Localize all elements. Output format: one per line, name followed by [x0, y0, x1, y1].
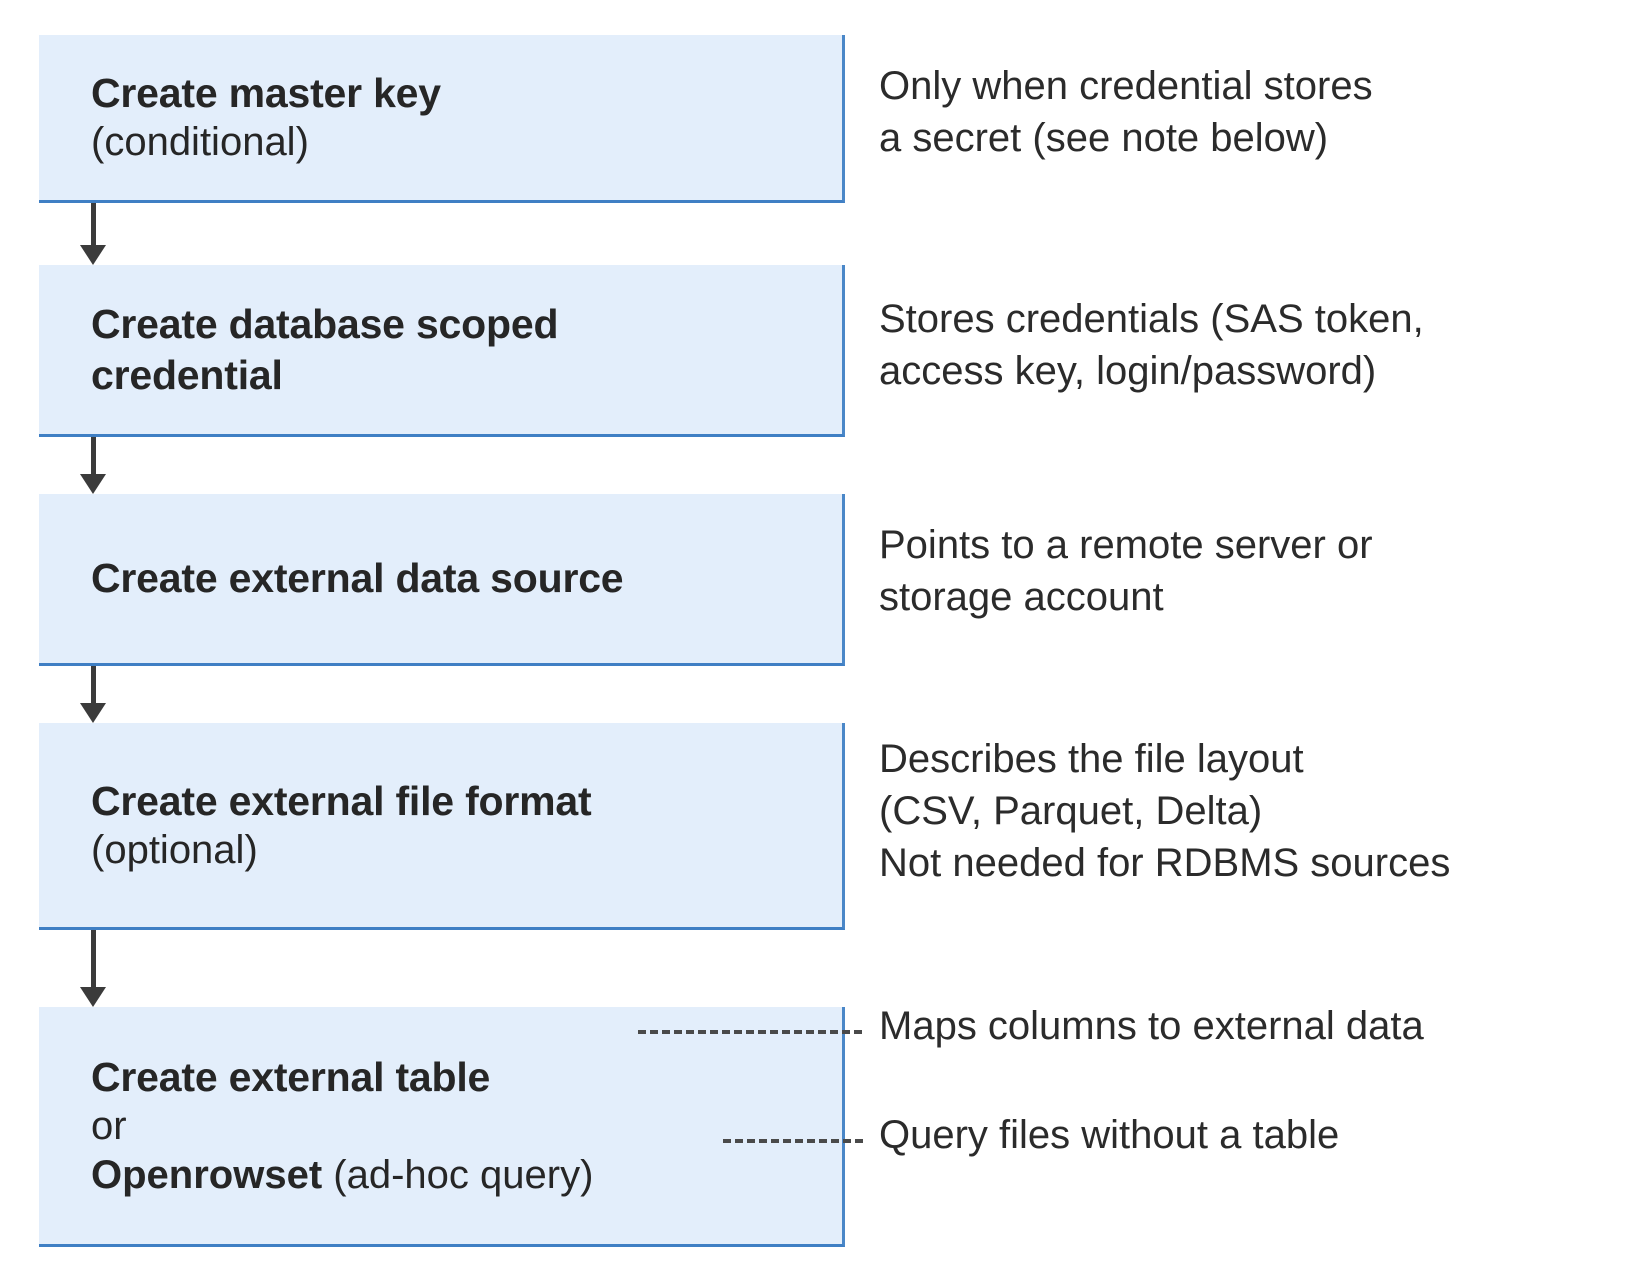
arrow-head	[80, 474, 106, 494]
step-note-create-external-file-format: Describes the file layout (CSV, Parquet,…	[879, 737, 1451, 885]
step-note-create-database-scoped-credential: Stores credentials (SAS token, access ke…	[879, 297, 1424, 393]
callout-leader-external-table	[638, 1030, 862, 1034]
step-title: Create master key	[91, 70, 441, 117]
step-note-openrowset: Query files without a table	[879, 1113, 1340, 1157]
step-box-create-master-key[interactable]: Create master key (conditional)	[39, 35, 845, 203]
step-note-create-external-table: Maps columns to external data	[879, 1004, 1424, 1048]
step-box-create-database-scoped-credential[interactable]: Create database scoped credential	[39, 265, 845, 437]
step-or-label: or	[91, 1103, 127, 1148]
step-title: Create external data source	[91, 555, 624, 602]
arrow-head	[80, 703, 106, 723]
arrow-shaft	[91, 203, 96, 245]
step-title: Create database scoped credential	[91, 301, 559, 398]
callout-leader-openrowset	[723, 1139, 863, 1143]
step-box-create-external-table-or-openrowset[interactable]: Create external table or Openrowset (ad-…	[39, 1007, 845, 1247]
step-box-create-external-data-source[interactable]: Create external data source	[39, 494, 845, 666]
arrow-down-icon	[80, 930, 106, 1007]
step-title: Create external file format	[91, 777, 592, 824]
arrow-shaft	[91, 437, 96, 474]
arrow-down-icon	[80, 666, 106, 723]
step-alt-title: Openrowset	[91, 1152, 323, 1197]
step-alt-suffix: (ad-hoc query)	[322, 1152, 594, 1197]
step-note-create-master-key: Only when credential stores a secret (se…	[879, 64, 1373, 160]
arrow-head	[80, 245, 106, 265]
arrow-down-icon	[80, 437, 106, 494]
step-title: Create external table	[91, 1053, 491, 1100]
arrow-head	[80, 987, 106, 1007]
step-note-create-external-data-source: Points to a remote server or storage acc…	[879, 523, 1373, 619]
step-alt-title-line: Openrowset (ad-hoc query)	[91, 1151, 826, 1200]
step-subtitle: (optional)	[91, 827, 258, 872]
arrow-down-icon	[80, 203, 106, 265]
step-box-create-external-file-format[interactable]: Create external file format (optional)	[39, 723, 845, 930]
arrow-shaft	[91, 666, 96, 703]
step-subtitle: (conditional)	[91, 120, 309, 165]
arrow-shaft	[91, 930, 96, 987]
